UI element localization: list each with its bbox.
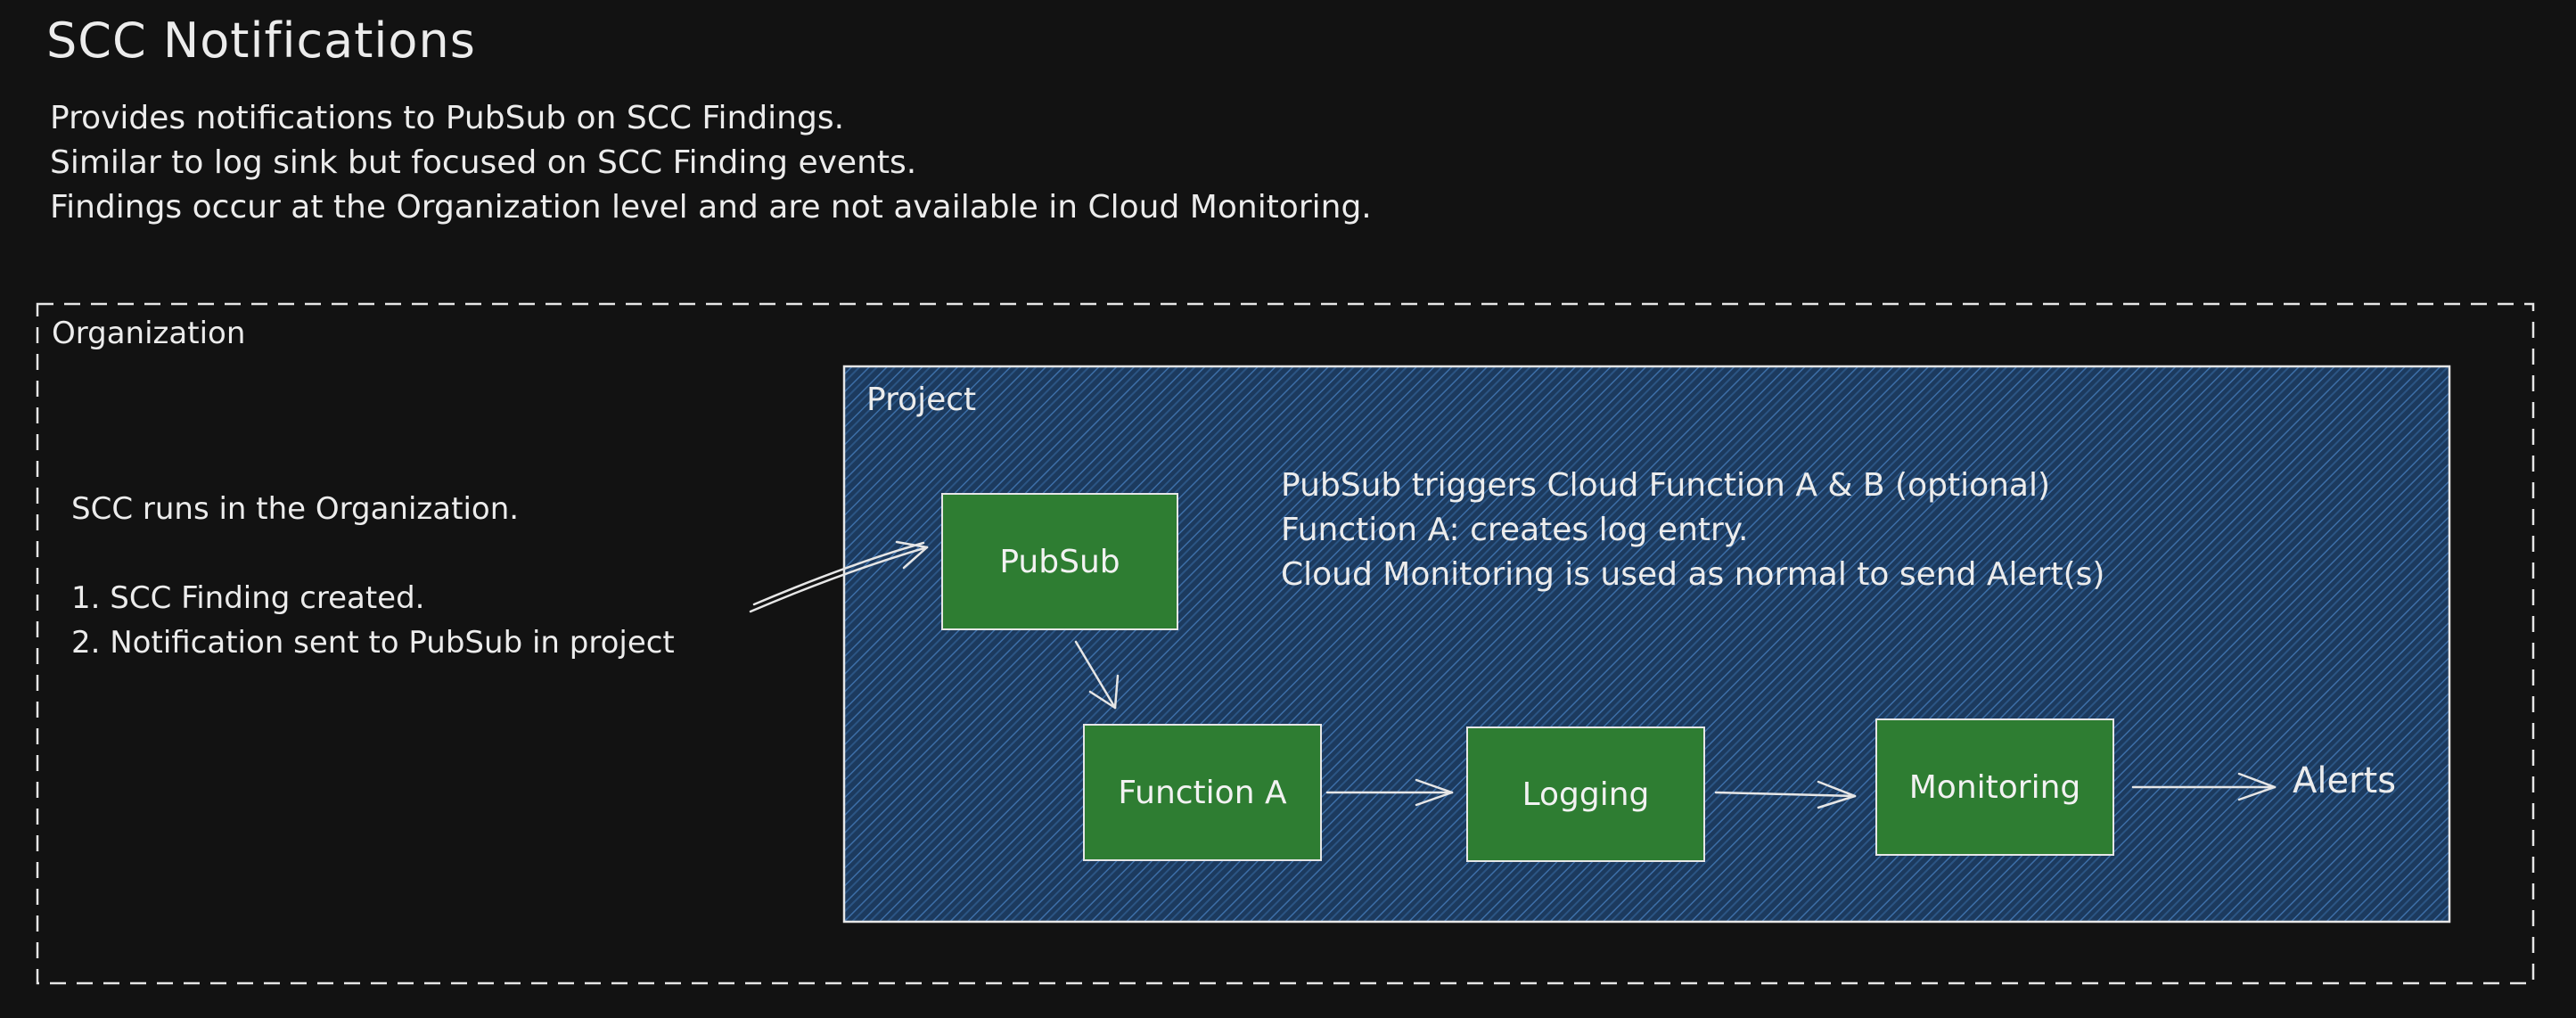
arrow-pubsub-to-function-a — [1074, 640, 1120, 710]
logging-node: Logging — [1466, 727, 1705, 862]
organization-boundary — [36, 302, 2535, 985]
organization-notes: SCC runs in the Organization. 1. SCC Fin… — [71, 487, 675, 665]
description-line: Findings occur at the Organization level… — [50, 189, 1372, 226]
arrow-monitoring-to-alerts — [2131, 772, 2277, 801]
project-notes: PubSub triggers Cloud Function A & B (op… — [1281, 464, 2104, 597]
function-a-node: Function A — [1083, 724, 1322, 861]
monitoring-node: Monitoring — [1875, 718, 2114, 856]
page-title: SCC Notifications — [46, 12, 476, 69]
organization-note-line — [71, 531, 675, 576]
project-note-line: Cloud Monitoring is used as normal to se… — [1281, 556, 2105, 593]
description: Provides notifications to PubSub on SCC … — [50, 96, 1372, 230]
project-label: Project — [866, 382, 977, 418]
organization-note-line: 1. SCC Finding created. — [71, 580, 425, 616]
description-line: Provides notifications to PubSub on SCC … — [50, 100, 845, 136]
alerts-label: Alerts — [2293, 760, 2397, 801]
description-line: Similar to log sink but focused on SCC F… — [50, 144, 917, 181]
project-note-line: Function A: creates log entry. — [1281, 512, 1749, 548]
arrow-notification-to-pubsub — [749, 540, 929, 613]
organization-note-line: SCC runs in the Organization. — [71, 491, 520, 527]
organization-note-line: 2. Notification sent to PubSub in projec… — [71, 625, 675, 661]
arrow-logging-to-monitoring — [1714, 780, 1857, 809]
organization-label: Organization — [52, 316, 246, 351]
project-note-line: PubSub triggers Cloud Function A & B (op… — [1281, 467, 2051, 504]
pubsub-node: PubSub — [941, 493, 1178, 630]
arrow-function-a-to-logging — [1325, 778, 1454, 807]
